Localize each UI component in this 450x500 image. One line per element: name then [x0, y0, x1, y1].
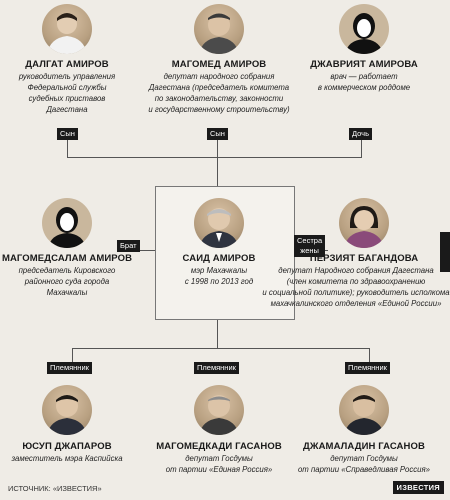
relation-tag: Сын	[207, 128, 228, 140]
relation-tag: Сын	[57, 128, 78, 140]
person-photo-icon	[47, 13, 87, 54]
silhouette-icon	[48, 207, 86, 248]
person-description: депутат Госдумы от партии «Справедливая …	[297, 454, 431, 474]
dzhamaladin-photo	[339, 385, 389, 435]
person-name: МАГОМЕДСАЛАМ АМИРОВ	[1, 253, 133, 264]
person-description: депутат народного собрания Дагестана (пр…	[148, 72, 290, 114]
person-name: САИД АМИРОВ	[182, 253, 256, 264]
connector-line	[125, 250, 155, 251]
relation-tag: Племянник	[47, 362, 92, 374]
person-description: руководитель управления Федеральной служ…	[18, 72, 116, 114]
person-name: ДЖАМАЛАДИН ГАСАНОВ	[303, 441, 425, 452]
magomed-photo	[194, 4, 244, 54]
person-photo-icon	[47, 395, 87, 435]
yusup-photo	[42, 385, 92, 435]
connector-line	[361, 140, 362, 158]
connector-line	[217, 140, 218, 186]
dzhavriyat-photo	[339, 4, 389, 54]
silhouette-icon	[345, 13, 383, 54]
person-name: ДАЛГАТ АМИРОВ	[25, 59, 109, 70]
person-photo-icon	[344, 395, 384, 435]
connector-line	[369, 348, 370, 362]
relation-tag: Сестра жены	[294, 235, 326, 257]
person-description: председатель Кировского районного суда г…	[18, 266, 116, 297]
person-photo-icon	[344, 206, 384, 248]
person-photo-icon	[199, 13, 239, 54]
person-description: врач — работает в коммерческом роддоме	[317, 72, 411, 92]
person-photo-icon	[199, 395, 239, 435]
perzyat-photo	[339, 198, 389, 248]
person-name: МАГОМЕДКАДИ ГАСАНОВ	[156, 441, 282, 452]
relation-tag: Племянник	[194, 362, 239, 374]
said-photo	[194, 198, 244, 248]
connector-line	[217, 318, 218, 348]
dalgat-photo	[42, 4, 92, 54]
source-note: ИСТОЧНИК: «ИЗВЕСТИЯ»	[8, 484, 102, 493]
connector-line	[67, 140, 68, 158]
person-name: ПЕРЗИЯТ БАГАНДОВА	[309, 253, 419, 264]
person-name: ДЖАВРИЯТ АМИРОВА	[310, 59, 418, 70]
person-description: заместитель мэра Каспийска	[11, 454, 123, 463]
person-name: ЮСУП ДЖАПАРОВ	[22, 441, 112, 452]
relation-tag: Брат	[117, 240, 140, 252]
magomedsalam-photo	[42, 198, 92, 248]
magomedkadi-photo	[194, 385, 244, 435]
connector-line	[67, 157, 361, 158]
relation-tag: Дочь	[349, 128, 372, 140]
connector-line	[72, 348, 369, 349]
person-description: депутат Госдумы от партии «Единая Россия…	[165, 454, 273, 474]
person-description: мэр Махачкалы с 1998 по 2013 год	[184, 266, 254, 286]
person-description: депутат Народного собрания Дагестана (чл…	[262, 266, 450, 308]
person-name: МАГОМЕД АМИРОВ	[171, 59, 267, 70]
side-logo-strip	[440, 232, 450, 272]
relation-tag: Племянник	[345, 362, 390, 374]
connector-line	[72, 348, 73, 362]
publisher-logo: ИЗВЕСТИЯ	[392, 481, 444, 494]
person-photo-icon	[199, 208, 239, 248]
